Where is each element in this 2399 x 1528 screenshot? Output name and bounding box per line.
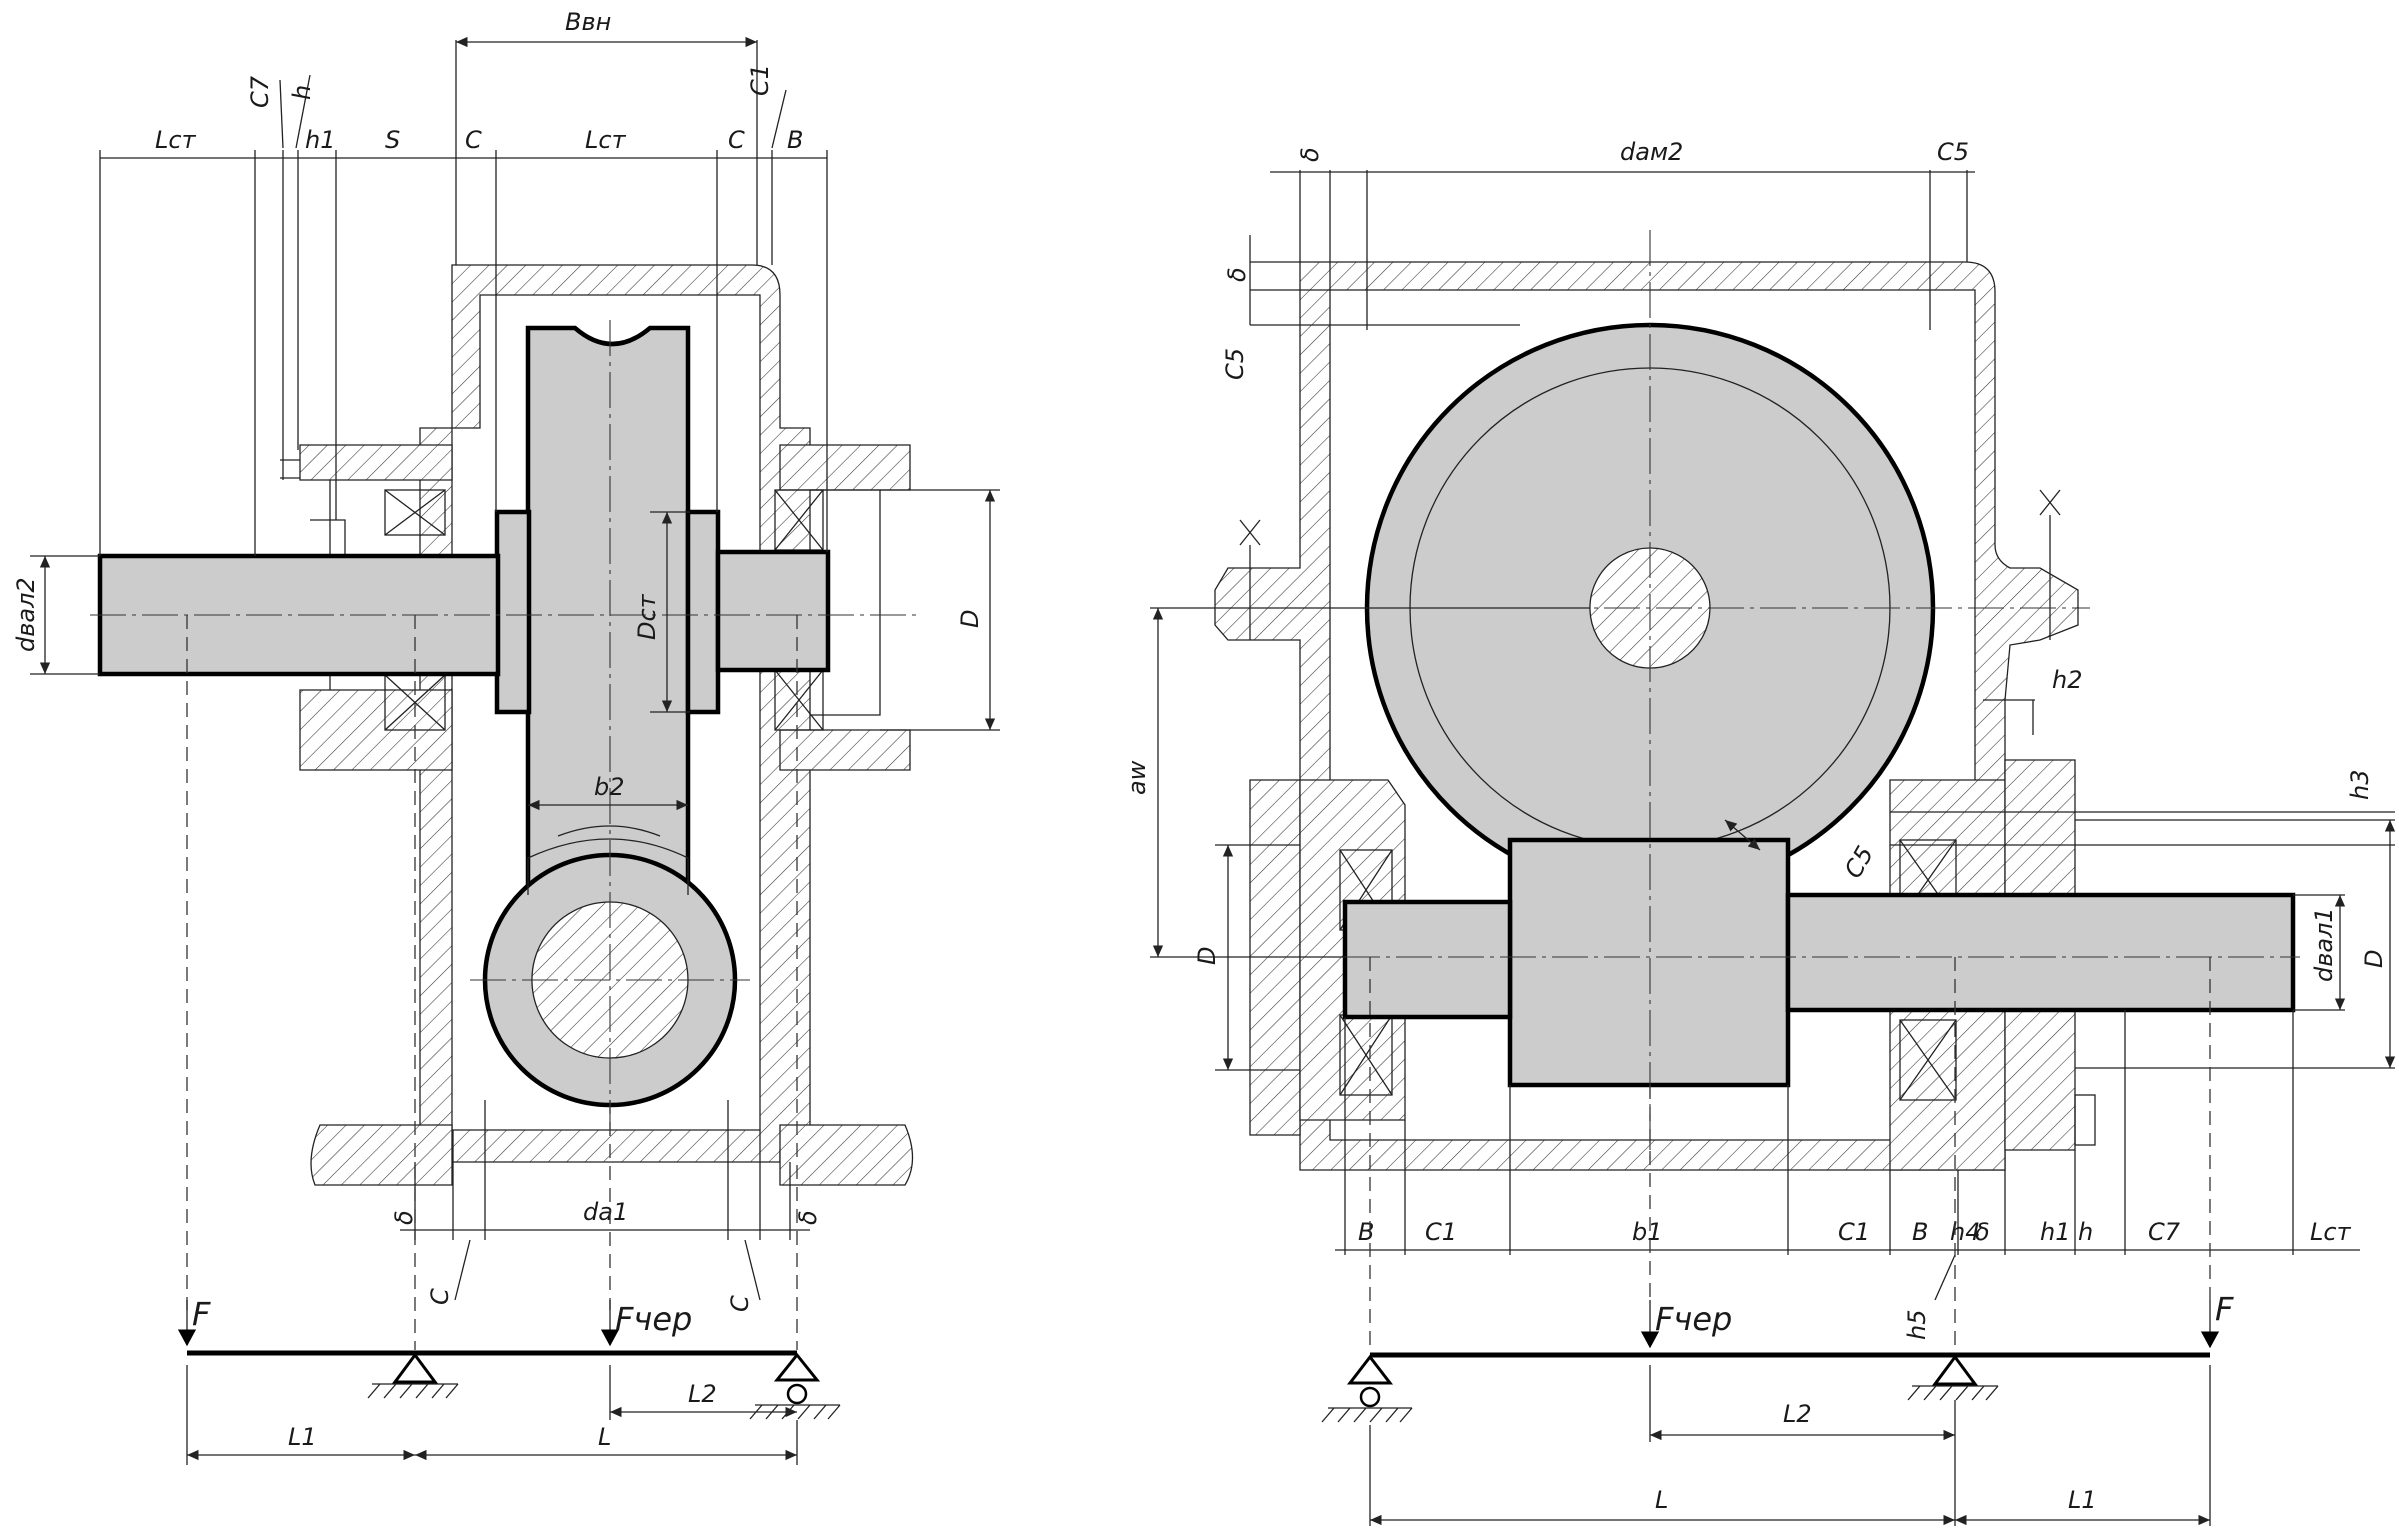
dim-l-st-inner: Lст	[585, 126, 627, 154]
right-view: δ dам2 C5 δ C5 aw h2 h3 C5 D dвал1 D B C…	[1123, 138, 2396, 1526]
dim-c5-top: C5	[1937, 138, 1969, 166]
left-worm-wheel	[525, 325, 691, 898]
dim-c7: C7	[246, 75, 274, 108]
dim-c1: C1	[746, 64, 774, 96]
dim-b2: b2	[594, 773, 625, 801]
dim-b-left: B	[1358, 1218, 1374, 1246]
left-output-shaft-end	[715, 549, 831, 673]
dim-c1-right: C1	[1838, 1218, 1870, 1246]
left-hub-left	[494, 509, 532, 715]
dim-c-left: C	[465, 126, 482, 154]
dim-c1-left: C1	[1425, 1218, 1457, 1246]
dim-h-right: h	[2078, 1218, 2093, 1246]
dim-a-w: aw	[1123, 760, 1151, 795]
dim-delta-b: δ	[1975, 1218, 1990, 1246]
left-beam-l2: L2	[688, 1380, 717, 1408]
dim-c5-side: C5	[1221, 348, 1249, 380]
dim-h2: h2	[2052, 666, 2082, 694]
dim-delta-left: δ	[390, 1210, 418, 1225]
left-housing	[280, 264, 914, 1186]
dim-h1-right: h1	[2040, 1218, 2070, 1246]
dim-b-vn: Bвн	[565, 8, 611, 36]
dim-h1: h1	[305, 126, 335, 154]
dim-delta-right: δ	[794, 1210, 822, 1225]
left-pin-support	[392, 1352, 438, 1384]
right-beam-l2: L2	[1783, 1400, 1812, 1428]
dim-d: D	[956, 610, 984, 628]
left-dimension-lines	[39, 36, 996, 1301]
dim-h3: h3	[2346, 770, 2374, 800]
dim-h5: h5	[1903, 1310, 1931, 1340]
right-force-f: F	[2215, 1290, 2234, 1328]
dim-c-bottom-right: C	[726, 1295, 754, 1312]
left-roller-support	[773, 1352, 821, 1382]
right-force-f-cher: Fчер	[1655, 1300, 1732, 1338]
left-force-f: F	[192, 1295, 211, 1333]
right-input-shaft-left	[1342, 899, 1513, 1020]
dim-b-right: B	[1912, 1218, 1928, 1246]
left-beam-l1: L1	[288, 1423, 317, 1451]
dim-s: S	[385, 126, 400, 154]
dim-d-right: D	[2360, 950, 2388, 968]
left-beam-l: L	[598, 1423, 611, 1451]
left-hub-right	[685, 509, 721, 715]
dim-c5-diag: C5	[1839, 841, 1879, 883]
dim-d-am2: dам2	[1620, 138, 1683, 166]
right-beam-l1: L1	[2068, 1486, 2097, 1514]
right-pin-support	[1932, 1354, 1978, 1386]
right-input-shaft-right	[1785, 892, 2296, 1013]
left-force-f-cher: Fчер	[615, 1300, 692, 1338]
dim-d-val1: dвал1	[2310, 907, 2338, 982]
right-extension-lines	[1150, 170, 2395, 1255]
dim-b1: b1	[1632, 1218, 1663, 1246]
right-beam-diagram: Fчер F L2 L L1	[1321, 957, 2234, 1526]
dim-c7-right: C7	[2148, 1218, 2181, 1246]
dim-delta-top: δ	[1296, 147, 1324, 162]
right-worm	[1507, 837, 1791, 1088]
dim-delta-side: δ	[1223, 267, 1251, 282]
dim-c-bottom-left: C	[426, 1288, 454, 1305]
dim-d-left: D	[1193, 947, 1221, 965]
dim-d-a1: da1	[583, 1198, 628, 1226]
dim-l-st-outer: Lст	[155, 126, 197, 154]
dim-b: B	[787, 126, 803, 154]
dim-c-right: C	[728, 126, 745, 154]
right-beam-l: L	[1655, 1486, 1668, 1514]
left-view: Bвн C7 h C1 Lст h1 S C Lст C B dвал2 Dст…	[12, 8, 1000, 1465]
dim-l-st-right: Lст	[2310, 1218, 2352, 1246]
left-beam-diagram: F Fчер L1 L L2	[177, 615, 841, 1465]
dim-d-st: Dст	[633, 593, 661, 640]
right-roller-support	[1346, 1354, 1394, 1385]
right-dimension-lines	[1152, 171, 2396, 1301]
dim-d-val2: dвал2	[12, 577, 40, 652]
dim-h: h	[288, 85, 316, 100]
